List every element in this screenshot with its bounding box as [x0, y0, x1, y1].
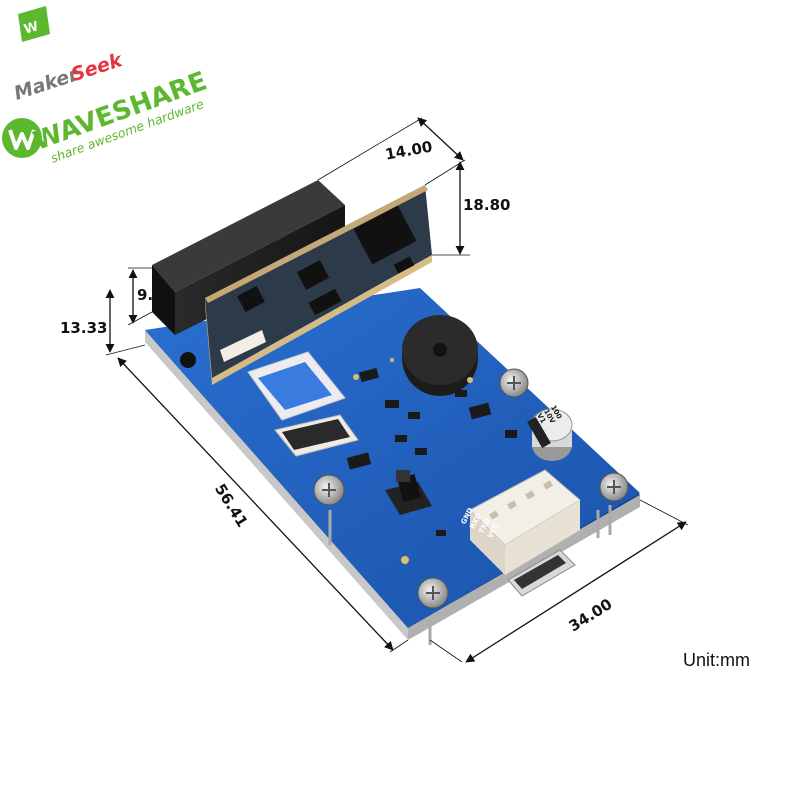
dim-length: 56.41 — [211, 481, 251, 531]
seek-text: Seek — [68, 49, 126, 86]
makerseek-waveshare-logo: W Maker Seek WAVESHARE share awesome har… — [2, 6, 211, 166]
buzzer — [402, 315, 478, 396]
push-button — [385, 470, 432, 515]
waveshare-round-icon — [2, 118, 42, 158]
waveshare-small-icon: W — [18, 6, 50, 42]
dim-width: 34.00 — [566, 595, 616, 635]
capacitor: 100 10V V1 — [527, 404, 573, 461]
scan-engine — [152, 180, 432, 385]
dimension-lines — [105, 117, 689, 663]
svg-text:W: W — [22, 19, 40, 37]
dim-scanner-height: 9.50 — [137, 286, 174, 304]
dim-top-height: 18.80 — [463, 196, 510, 214]
dim-top-width: 14.00 — [384, 138, 434, 164]
dim-total-height: 13.33 — [60, 319, 107, 337]
scanner-module: 100 10V V1 — [145, 180, 640, 645]
unit-label: Unit:mm — [683, 650, 750, 670]
decoder-chips — [237, 205, 417, 316]
